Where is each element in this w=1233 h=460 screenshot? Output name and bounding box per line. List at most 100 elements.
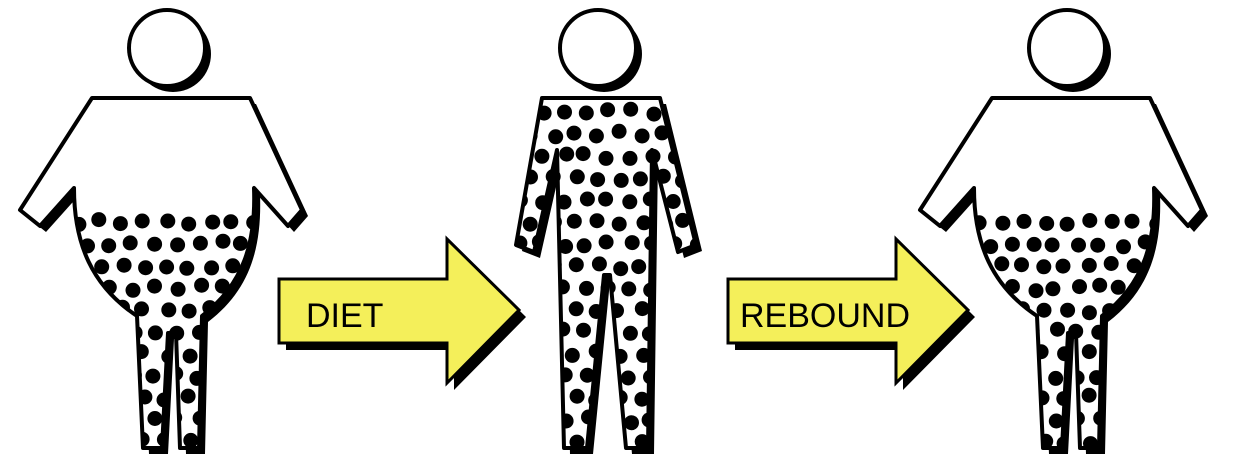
fat-cell-dot [1104,433,1119,448]
fat-cell-dot [994,256,1009,271]
fat-cell-dot [580,192,595,207]
fat-cell-dot [995,216,1010,231]
fat-cell-dot [1048,371,1063,386]
fat-cell-dot [981,413,996,428]
fat-cell-dot [80,281,95,296]
fat-cell-dot [159,260,174,275]
fat-cell-dot [576,323,591,338]
fat-cell-dot [249,436,264,451]
fat-cell-dot [983,239,998,254]
fat-cell-dot [1056,259,1071,274]
fat-cell-dot [183,433,198,448]
fat-cell-dot [1135,326,1150,341]
fat-cell-dot [686,366,701,381]
fat-cell-dot [689,410,704,425]
fat-cell-dot [138,260,153,275]
fat-cell-dot [565,348,580,363]
fat-cell-dot [992,391,1007,406]
fat-cell-dot [1127,258,1142,273]
fat-cell-dot [1039,216,1054,231]
fat-cell-dot [128,325,143,340]
fat-cell-dot [117,258,132,273]
fat-cell-dot [668,102,683,117]
fat-cell-dot [613,349,628,364]
fat-cell-dot [675,213,690,228]
fat-cell-dot [72,392,87,407]
fat-cell-dot [214,414,229,429]
fat-cell-dot [523,388,538,403]
fat-cell-dot [690,107,705,122]
fat-cell-dot [971,392,986,407]
fat-cell-dot [148,325,163,340]
fat-cell-dot [1092,278,1107,293]
fat-cell-dot [113,216,128,231]
fat-cell-dot [666,322,681,337]
fat-cell-dot [679,128,694,143]
fat-cell-dot [147,237,162,252]
fat-cell-dot [545,346,560,361]
fat-cell-dot [1037,303,1052,318]
fat-cell-dot [1034,344,1049,359]
fat-cell-dot [147,279,162,294]
fat-cell-dot [1029,283,1044,298]
fat-cell-dot [969,346,984,361]
fat-cell-dot [557,105,572,120]
fat-cell-dot [592,256,607,271]
fat-cell-dot [244,348,259,363]
figure-before [20,10,308,454]
fat-cell-dot [1036,259,1051,274]
fat-cell-dot [1014,257,1029,272]
fat-cell-dot [557,195,572,210]
fat-cell-dot [558,239,573,254]
fat-cell-dot [123,235,138,250]
diet-arrow: DIET [279,239,526,390]
fat-cell-dot [555,279,570,294]
fat-cell-dot [91,212,106,227]
fat-cell-dot [126,283,141,298]
fat-cell-dot [1111,322,1126,337]
fat-cell-dot [664,281,679,296]
figure-after-diet-head [560,10,636,86]
fat-cell-dot [690,279,705,294]
fat-cell-dot [216,234,231,249]
fat-cell-dot [1017,214,1032,229]
fat-cell-dot [225,302,240,317]
fat-cell-dot [577,238,592,253]
fat-cell-dot [1003,370,1018,385]
figure-after-rebound-head [1029,10,1105,86]
fat-cell-dot [1111,280,1126,295]
fat-cell-dot [1090,238,1105,253]
fat-cell-dot [1016,349,1031,364]
fat-cell-dot [636,348,651,363]
fat-cell-dot [1050,322,1065,337]
fat-cell-dot [94,435,109,450]
fat-cell-dot [637,215,652,230]
fat-cell-dot [1104,256,1119,271]
fat-cell-dot [678,393,693,408]
fat-cell-dot [524,435,539,450]
fat-cell-dot [194,278,209,293]
fat-cell-dot [547,392,562,407]
fat-cell-dot [1013,388,1028,403]
fat-cell-dot [614,173,629,188]
figure-after-rebound [920,10,1208,454]
fat-cell-dot [1049,414,1064,429]
fat-cell-dot [579,106,594,121]
fat-cell-dot [559,147,574,162]
fat-cell-dot [548,433,563,448]
fat-cell-dot [70,300,85,315]
figure-before-head [129,10,205,86]
fat-cell-dot [610,436,625,451]
fat-cell-dot [1147,348,1162,363]
fat-cell-dot [1045,281,1060,296]
fat-cell-dot [79,368,94,383]
fat-cell-dot [123,414,138,429]
fat-cell-dot [524,258,539,273]
fat-cell-dot [972,215,987,230]
fat-cell-dot [233,236,248,251]
fat-cell-dot [181,217,196,232]
fat-cell-dot [1116,239,1131,254]
fat-cell-dot [599,235,614,250]
fat-cell-dot [559,414,574,429]
fat-cell-dot [647,107,662,122]
